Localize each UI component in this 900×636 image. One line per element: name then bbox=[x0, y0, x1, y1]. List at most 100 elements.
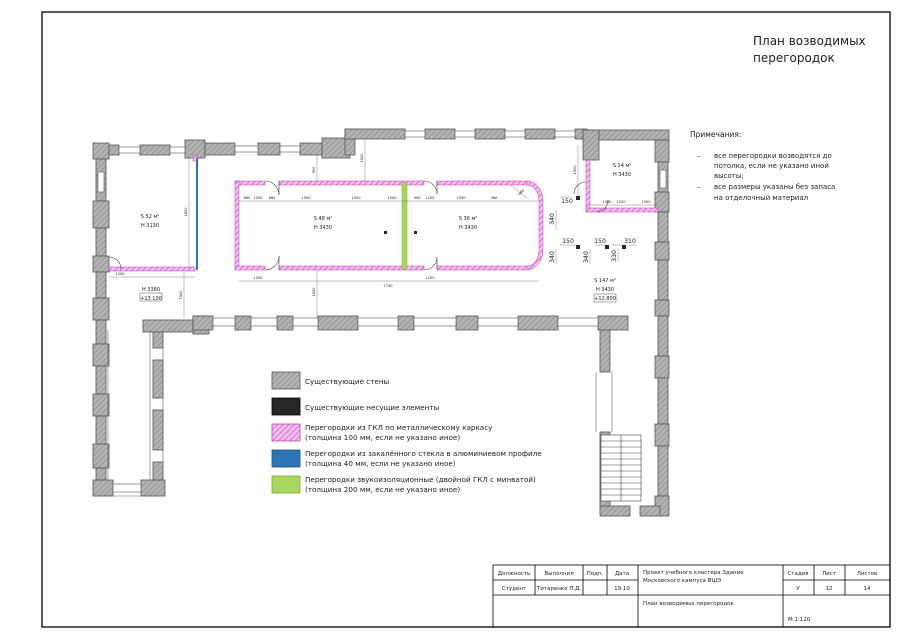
svg-text:1200: 1200 bbox=[253, 196, 263, 200]
legend-swatch-bearing bbox=[271, 397, 301, 416]
svg-text:1500: 1500 bbox=[312, 287, 316, 297]
glass-partition bbox=[196, 158, 198, 270]
svg-text:1200: 1200 bbox=[115, 272, 125, 276]
existing-walls bbox=[92, 128, 670, 517]
svg-text:1800: 1800 bbox=[184, 207, 188, 217]
svg-text:1500: 1500 bbox=[387, 196, 397, 200]
drawing-title: План возводимых перегородок bbox=[753, 34, 866, 65]
room-3-area: S 36 м² bbox=[459, 216, 478, 222]
svg-text:14: 14 bbox=[864, 586, 871, 592]
room-4-height: H 3430 bbox=[613, 172, 631, 178]
room-1-area: S 52 м² bbox=[141, 214, 160, 220]
legend-label-walls: Существующие стены bbox=[305, 377, 390, 386]
legend-label-bearing: Существующие несущие элементы bbox=[305, 403, 439, 412]
svg-text:1500: 1500 bbox=[456, 196, 466, 200]
svg-text:высоты;: высоты; bbox=[714, 172, 744, 180]
svg-text:1500: 1500 bbox=[301, 196, 311, 200]
room-6-level: +13.100 bbox=[140, 296, 162, 302]
svg-text:19.10: 19.10 bbox=[614, 586, 630, 592]
sheet-frame bbox=[41, 11, 891, 628]
svg-text:900: 900 bbox=[414, 196, 422, 200]
svg-text:–: – bbox=[697, 183, 701, 191]
svg-text:Титаренко Л.Д.: Титаренко Л.Д. bbox=[536, 586, 582, 592]
svg-text:150: 150 bbox=[594, 238, 606, 245]
svg-text:У: У bbox=[796, 586, 800, 592]
svg-text:Московского кампуса ВШЭ: Московского кампуса ВШЭ bbox=[643, 578, 721, 584]
room-labels: S 52 м² H 3130 S 48 м² H 3430 S 36 м² H … bbox=[140, 163, 631, 302]
svg-text:460: 460 bbox=[517, 188, 525, 196]
stamp-text: Должность Выполнил Подп. Дата Студент Ти… bbox=[498, 570, 878, 623]
stair bbox=[600, 434, 642, 502]
svg-text:Подп.: Подп. bbox=[587, 571, 604, 577]
svg-text:План возводимых перегородок: План возводимых перегородок bbox=[643, 601, 735, 607]
legend-sub-glass: (толщина 40 мм, если не указано иное) bbox=[305, 459, 456, 468]
legend-sub-gkl: (толщина 100 мм, если не указано иное) bbox=[305, 433, 460, 442]
svg-text:Стадия: Стадия bbox=[787, 571, 808, 577]
dimension-lines bbox=[110, 139, 658, 318]
svg-text:1200: 1200 bbox=[253, 276, 263, 280]
svg-text:340: 340 bbox=[583, 251, 590, 263]
vertical-dims: 1800 1500 900 1500 1500 1500 460 bbox=[179, 153, 577, 300]
legend-sub-acoustic: (толщина 200 мм, если не указано иное) bbox=[305, 485, 460, 494]
legend-swatch-glass bbox=[271, 449, 301, 468]
room-2-area: S 48 м² bbox=[314, 216, 333, 222]
svg-text:все перегородки возводятся до: все перегородки возводятся до bbox=[714, 152, 832, 160]
room-5-area: S 147 м² bbox=[594, 278, 616, 284]
stamp-frame bbox=[492, 564, 891, 628]
svg-text:1500: 1500 bbox=[641, 200, 651, 204]
level-mark-box bbox=[593, 293, 617, 303]
dimension-labels: 1200 1200 1200 1200 7740 1200 1520 680 6… bbox=[115, 196, 651, 288]
svg-text:900: 900 bbox=[312, 166, 316, 174]
legend-swatch-acoustic bbox=[271, 475, 301, 494]
svg-text:12: 12 bbox=[826, 586, 833, 592]
svg-text:Выполнил: Выполнил bbox=[544, 571, 574, 577]
room-5-level: +12.800 bbox=[594, 296, 616, 302]
doors bbox=[108, 180, 609, 271]
svg-text:1500: 1500 bbox=[360, 153, 364, 163]
legend-label-acoustic: Перегородки звукоизоляционные (двойной Г… bbox=[305, 475, 536, 484]
svg-text:Дата: Дата bbox=[615, 571, 629, 577]
svg-text:150: 150 bbox=[562, 238, 574, 245]
notes-heading: Примечания: bbox=[690, 130, 741, 139]
room-3-height: H 3430 bbox=[459, 225, 477, 231]
room-5-height: H 3430 bbox=[596, 287, 614, 293]
title-line-1: План возводимых bbox=[753, 34, 866, 48]
svg-text:1500: 1500 bbox=[179, 290, 183, 300]
svg-text:1080: 1080 bbox=[602, 200, 612, 204]
corridor-lines bbox=[93, 330, 613, 497]
svg-text:все размеры указаны без запаса: все размеры указаны без запаса bbox=[714, 183, 835, 191]
svg-text:340: 340 bbox=[549, 251, 556, 263]
svg-text:Должность: Должность bbox=[498, 571, 531, 577]
svg-text:680: 680 bbox=[244, 196, 252, 200]
svg-text:680: 680 bbox=[269, 196, 277, 200]
svg-text:Листов: Листов bbox=[857, 571, 878, 577]
title-line-2: перегородок bbox=[753, 51, 835, 65]
svg-text:7740: 7740 bbox=[383, 284, 393, 288]
svg-text:310: 310 bbox=[624, 238, 636, 245]
svg-text:Лист: Лист bbox=[822, 571, 837, 577]
gkl-partitions bbox=[108, 154, 659, 272]
windows bbox=[97, 130, 667, 493]
level-mark-box bbox=[139, 292, 163, 302]
svg-text:1500: 1500 bbox=[573, 165, 577, 175]
legend-label-gkl: Перегородки из ГКЛ по металлическому кар… bbox=[305, 423, 493, 432]
svg-text:на отделочный материал: на отделочный материал bbox=[714, 194, 808, 202]
notes: Примечания: – все перегородки возводятся… bbox=[690, 130, 835, 202]
room-1-height: H 3130 bbox=[141, 223, 159, 229]
svg-text:1520: 1520 bbox=[616, 200, 626, 204]
column-dims: 150 150 150 310 340 340 340 330 bbox=[549, 198, 636, 263]
room-4-area: S 14 м² bbox=[613, 163, 632, 169]
svg-text:Студент: Студент bbox=[502, 586, 527, 592]
svg-text:1500: 1500 bbox=[351, 196, 361, 200]
svg-text:1200: 1200 bbox=[425, 196, 435, 200]
legend: Существующие стены Существующие несущие … bbox=[271, 371, 542, 494]
acoustic-partition bbox=[401, 182, 408, 270]
svg-text:150: 150 bbox=[561, 198, 573, 205]
room-6-height: H 3380 bbox=[142, 287, 160, 293]
svg-text:460: 460 bbox=[491, 196, 499, 200]
svg-text:–: – bbox=[697, 152, 701, 160]
svg-text:330: 330 bbox=[611, 250, 618, 262]
svg-text:потолка, если не указано иной: потолка, если не указано иной bbox=[714, 162, 829, 170]
svg-text:Проект учебного кластера Здани: Проект учебного кластера Здание bbox=[643, 570, 744, 576]
